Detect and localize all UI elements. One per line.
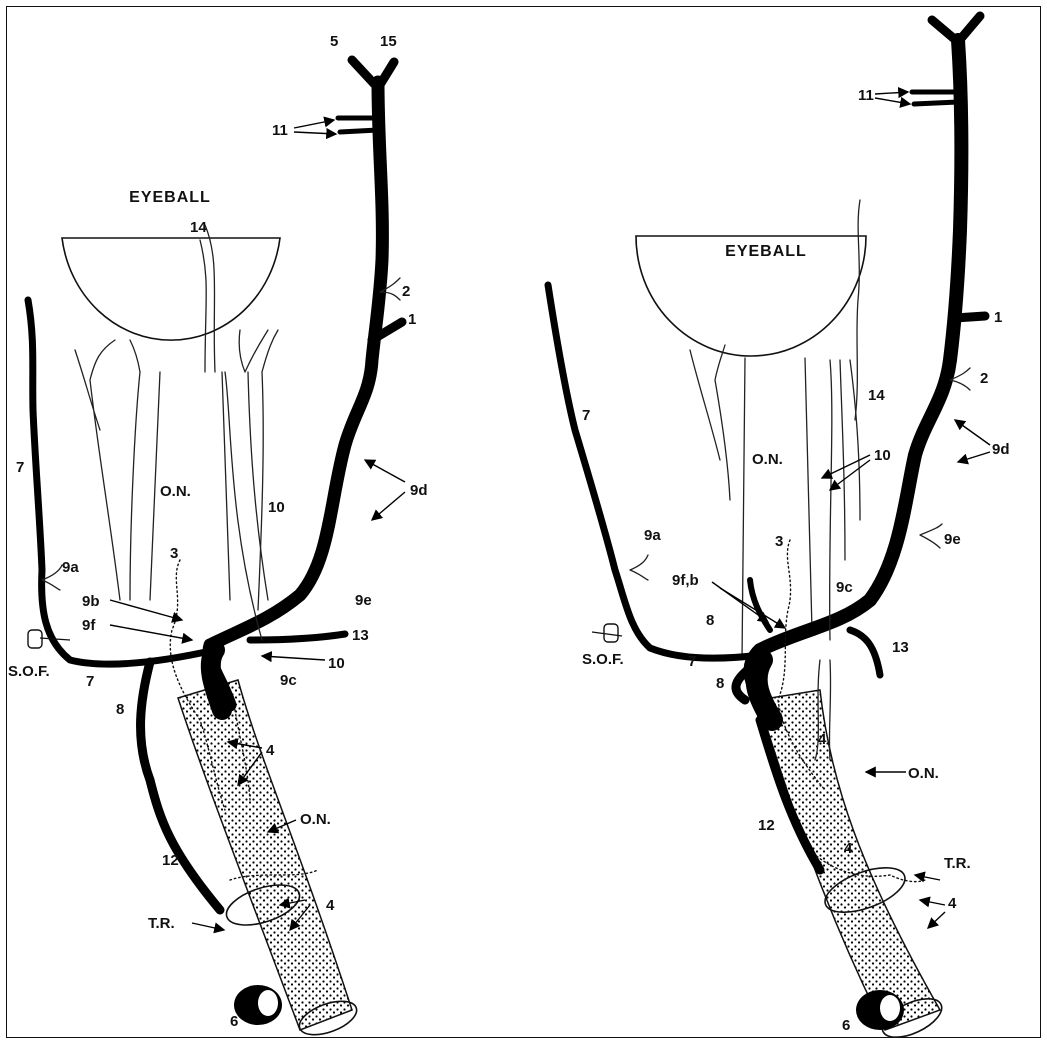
left-label-15: 15: [380, 33, 397, 50]
left-label-9b: 9b: [82, 593, 100, 610]
right-label-7-bottom: 7: [688, 653, 696, 670]
left-ophthalmic-origin: [211, 650, 222, 710]
left-label-11: 11: [272, 122, 288, 139]
left-label-4-top: 4: [266, 742, 275, 759]
left-label-10-top: 10: [268, 499, 285, 516]
right-label-9c: 9c: [836, 579, 853, 596]
right-label-13: 13: [892, 639, 909, 656]
left-label-6: 6: [230, 1013, 238, 1030]
left-label-3: 3: [170, 545, 178, 562]
left-panel: EYEBALL 5 15 11 14 2 1 7 O.N. 10 9d 9a 3…: [8, 33, 428, 1041]
left-label-1: 1: [408, 311, 416, 328]
left-eyeball-label: EYEBALL: [129, 189, 211, 206]
right-label-9a: 9a: [644, 527, 661, 544]
right-label-3: 3: [775, 533, 783, 550]
left-carotid-6: [234, 985, 282, 1025]
left-label-on-bottom: O.N.: [300, 811, 331, 828]
right-label-4-mid: 4: [818, 731, 827, 748]
right-optic-nerve-upper: [742, 358, 812, 660]
left-label-9c: 9c: [280, 672, 297, 689]
right-carotid-6: [856, 990, 904, 1030]
right-label-1: 1: [994, 309, 1002, 326]
right-label-on-bottom: O.N.: [908, 765, 939, 782]
right-label-11: 11: [858, 87, 874, 104]
right-label-6: 6: [842, 1017, 850, 1034]
left-label-10-bottom: 10: [328, 655, 345, 672]
left-label-7: 7: [16, 459, 24, 476]
right-label-14: 14: [868, 387, 885, 404]
right-label-9fb: 9f,b: [672, 572, 699, 589]
right-label-on-top: O.N.: [752, 451, 783, 468]
left-label-7-bottom: 7: [86, 673, 94, 690]
right-label-9e: 9e: [944, 531, 961, 548]
left-label-13: 13: [352, 627, 369, 644]
left-eyeball: [62, 238, 280, 340]
right-label-9d: 9d: [992, 441, 1010, 458]
right-label-8-bottom: 8: [716, 675, 724, 692]
left-ophthalmic-artery: [209, 82, 382, 705]
left-label-12: 12: [162, 852, 179, 869]
right-label-4-right: 4: [948, 895, 957, 912]
right-label-7: 7: [582, 407, 590, 424]
left-label-9f: 9f: [82, 617, 96, 634]
left-label-9a: 9a: [62, 559, 79, 576]
right-label-10: 10: [874, 447, 891, 464]
right-ophthalmic-artery: [751, 40, 962, 700]
right-panel: EYEBALL 11 1 2 7 14 O.N. 10 9d 9a 9e 3 9…: [548, 16, 1010, 1044]
right-label-tr: T.R.: [944, 855, 971, 872]
left-label-on-top: O.N.: [160, 483, 191, 500]
left-label-2: 2: [402, 283, 410, 300]
left-label-sof: S.O.F.: [8, 663, 50, 680]
right-label-sof: S.O.F.: [582, 651, 624, 668]
left-label-8: 8: [116, 701, 124, 718]
right-label-2: 2: [980, 370, 988, 387]
right-label-8-top: 8: [706, 612, 714, 629]
right-optic-nerve-lower: [758, 690, 940, 1030]
left-label-5: 5: [330, 33, 338, 50]
left-label-4-bottom: 4: [326, 897, 335, 914]
right-label-4-low: 4: [844, 840, 853, 857]
left-label-9d: 9d: [410, 482, 428, 499]
right-eyeball-label: EYEBALL: [725, 243, 807, 260]
left-label-tr: T.R.: [148, 915, 175, 932]
left-label-14: 14: [190, 219, 207, 236]
right-label-12: 12: [758, 817, 775, 834]
left-label-9e: 9e: [355, 592, 372, 609]
right-ophthalmic-origin: [757, 660, 772, 720]
